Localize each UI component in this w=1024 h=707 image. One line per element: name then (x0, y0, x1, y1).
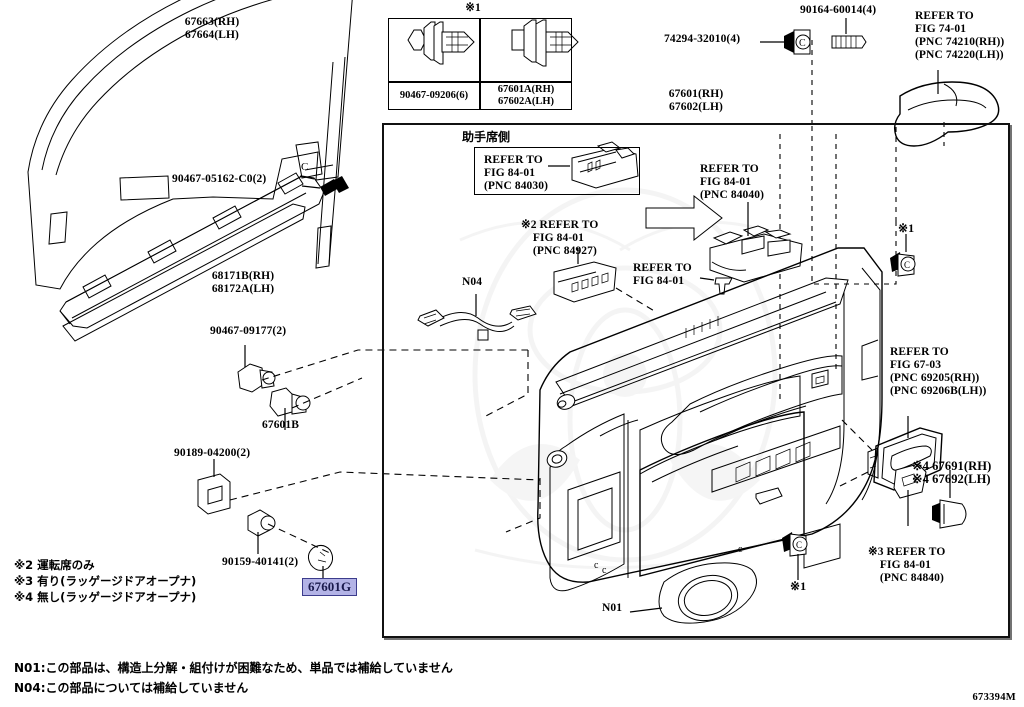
label-grommet-74294: 74294-32010(4) (664, 33, 741, 45)
grommet-74294-art: C (760, 30, 810, 54)
label-inside-handle: ※4 67691(RH) ※4 67692(LH) (912, 459, 992, 486)
passenger-switch-callout-box (474, 147, 640, 195)
clip-table-header-mark: ※1 (465, 2, 481, 14)
label-refer-pnc-84040: REFER TO FIG 84-01 (PNC 84040) (700, 163, 765, 201)
clip-04200-art (198, 459, 230, 514)
label-refer-pnc-84927: ※2 REFER TO FIG 84-01 (PNC 84927) (521, 219, 599, 257)
diagram-id: 673394M (972, 692, 1016, 703)
clip-09177-art (238, 345, 275, 392)
screw-90164-art (832, 18, 866, 48)
legend-mark-4: ※4 無し(ラッゲージドアオープナ) (14, 590, 197, 604)
label-clip-40141: 90159-40141(2) (222, 556, 299, 568)
label-passenger-side: 助手席側 (462, 130, 511, 144)
weatherstrip-art (60, 173, 324, 341)
legend-mark-2: ※2 運転席のみ (14, 558, 95, 572)
clip-table-cell-part-2: 67601A(RH) 67602A(LH) (480, 82, 572, 110)
label-refer-pnc-84840: ※3 REFER TO FIG 84-01 (PNC 84840) (868, 546, 946, 584)
label-mark1-upper: ※1 (898, 221, 915, 235)
label-mark1-lower: ※1 (790, 579, 807, 593)
clip-part-number-2: 67601A(RH) 67602A(LH) (497, 84, 555, 107)
label-screw-05162: 90467-05162-C0(2) (172, 173, 267, 185)
clip-reference-table: 90467-09206(6) 67601A(RH) 67602A(LH) (388, 18, 572, 110)
label-refer-fig-84-01-screw: REFER TO FIG 84-01 (633, 262, 692, 287)
clip-table-cell-icon-1 (388, 18, 480, 82)
label-clip-04200: 90189-04200(2) (174, 447, 251, 459)
label-weatherstrip: 68171B(RH) 68172A(LH) (211, 270, 275, 295)
highlighted-part-number[interactable]: 67601G (302, 578, 358, 596)
label-harness-n04: N04 (462, 276, 483, 288)
clip-40141-art (248, 510, 275, 554)
window-frame-moulding-art: C (28, 0, 355, 289)
clip-part-number-1: 90467-09206(6) (399, 90, 469, 101)
label-refer-fig-74-01: REFER TO FIG 74-01 (PNC 74210(RH)) (PNC … (915, 10, 1005, 61)
note-n01: N01:この部品は、構造上分解・組付けが困難なため、単品では補給していません (14, 661, 453, 675)
label-screw-90164: 90164-60014(4) (800, 4, 877, 16)
grommet-67601g-art (308, 545, 332, 580)
note-n04: N04:この部品については補給していません (14, 681, 249, 695)
svg-text:C: C (799, 38, 806, 49)
label-speaker-n01: N01 (602, 602, 623, 614)
svg-text:C: C (301, 161, 308, 173)
legend-mark-3: ※3 有り(ラッゲージドアオープナ) (14, 574, 197, 588)
label-clip-09177: 90467-09177(2) (210, 325, 287, 337)
clip-table-cell-icon-2 (480, 18, 572, 82)
label-window-frame-moulding: 67663(RH) 67664(LH) (184, 16, 240, 41)
label-clip-67601b: 67601B (262, 419, 300, 431)
main-diagram-frame (382, 123, 1010, 638)
label-refer-fig-67-03: REFER TO FIG 67-03 (PNC 69205(RH)) (PNC … (890, 346, 987, 397)
label-refer-pnc-84030: REFER TO FIG 84-01 (PNC 84030) (484, 154, 549, 192)
screw-05162-art (302, 176, 349, 196)
clip-table-cell-part-1: 90467-09206(6) (388, 82, 480, 110)
label-door-trim-board: 67601(RH) 67602(LH) (668, 88, 724, 113)
